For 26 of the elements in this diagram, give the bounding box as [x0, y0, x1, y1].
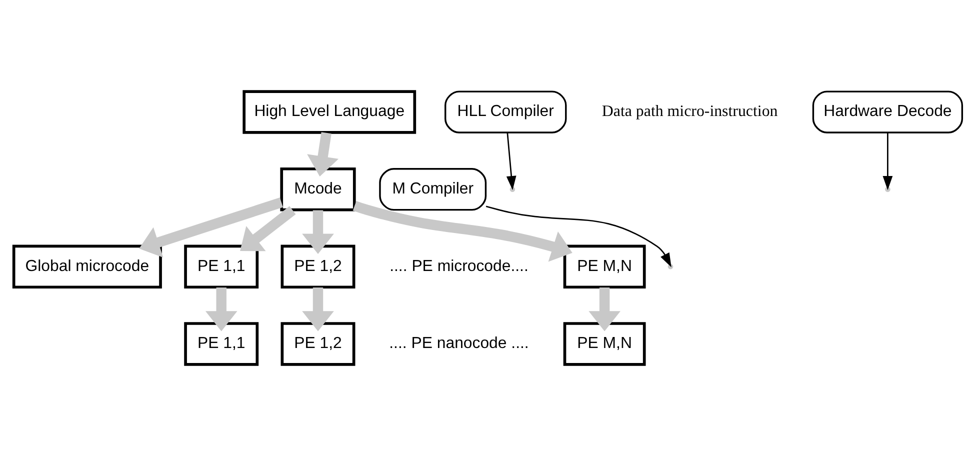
label: .... PE nanocode ....: [388, 334, 528, 352]
arrow: [306, 132, 338, 176]
node-box: PE 1,2: [280, 244, 355, 288]
arrow: [506, 132, 516, 190]
node-box: Global microcode: [12, 244, 162, 288]
arrow: [485, 205, 671, 267]
node-box: Hardware Decode: [812, 90, 963, 133]
arrow: [302, 287, 334, 331]
label: Data path micro-instruction: [601, 102, 778, 120]
arrow: [352, 200, 572, 262]
node-box: Mcode: [280, 166, 356, 211]
arrow: [138, 197, 282, 258]
arrow: [588, 287, 620, 331]
node-box: PE 1,1: [184, 322, 258, 366]
label: .... PE microcode....: [389, 257, 528, 274]
node-box: PE M,N: [562, 322, 646, 366]
node-box: PE M,N: [562, 244, 646, 288]
arrow: [302, 210, 334, 254]
arrow: [882, 132, 892, 190]
node-box: M Compiler: [378, 168, 486, 210]
arrow: [240, 206, 296, 251]
node-box: High Level Language: [242, 90, 416, 134]
node-box: PE 1,2: [280, 322, 355, 366]
node-box: PE 1,1: [184, 244, 258, 288]
node-box: HLL Compiler: [444, 90, 566, 133]
arrow: [204, 287, 237, 331]
